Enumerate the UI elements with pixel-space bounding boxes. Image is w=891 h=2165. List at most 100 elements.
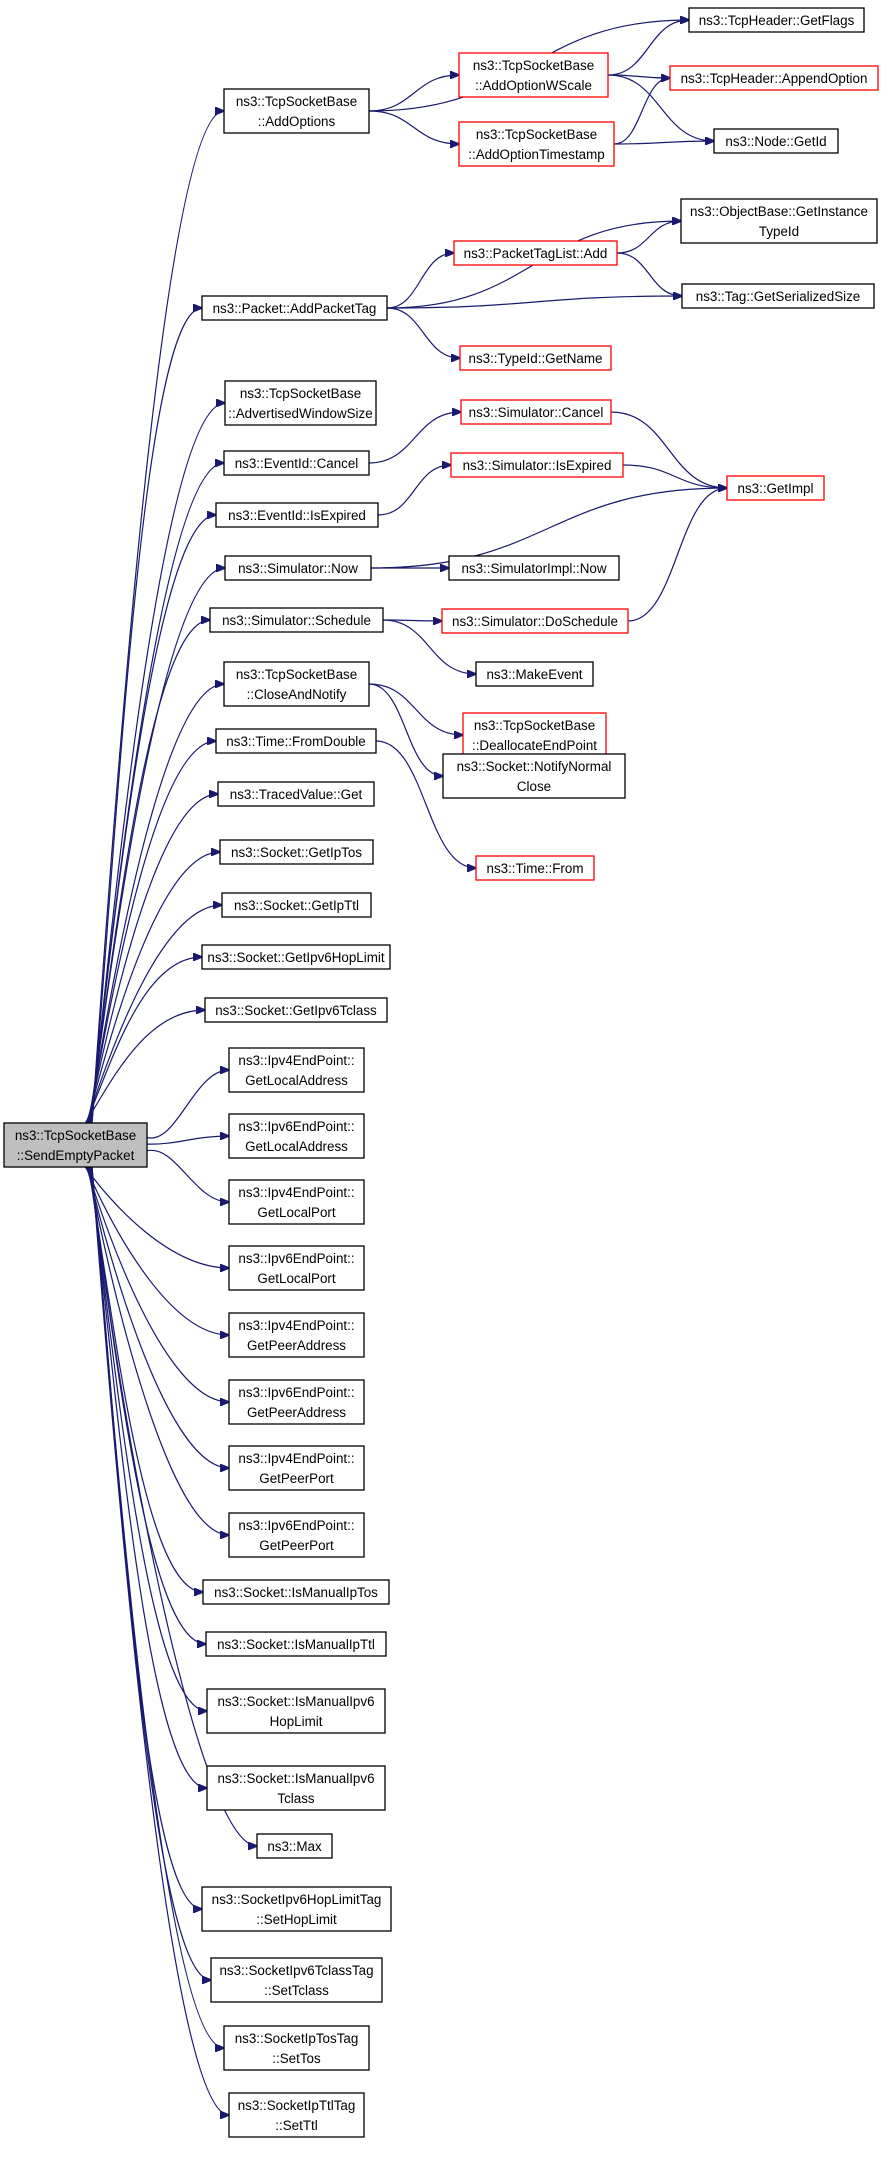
node-box (223, 661, 370, 707)
node-box (204, 997, 388, 1023)
node-label: ns3::TcpSocketBase (474, 718, 595, 733)
node-label: ns3::Packet::AddPacketTag (213, 301, 377, 316)
node-add-option-wscale[interactable]: ns3::TcpSocketBase::AddOptionWScale (458, 52, 609, 98)
node-label: ns3::Socket::GetIpv6HopLimit (207, 950, 384, 965)
node-label: ::AddOptionTimestamp (468, 147, 604, 162)
node-simulator-impl-now[interactable]: ns3::SimulatorImpl::Now (448, 555, 620, 581)
node-time-from-double[interactable]: ns3::Time::FromDouble (215, 728, 377, 754)
edge-root-to-add-options (91, 111, 224, 1124)
node-ipv6-get-local-port[interactable]: ns3::Ipv6EndPoint::GetLocalPort (228, 1245, 365, 1291)
node-label: ns3::Ipv6EndPoint:: (238, 1518, 354, 1533)
edge-root-to-event-id-is-expired (89, 515, 216, 1124)
node-label: ns3::Simulator::DoSchedule (452, 614, 618, 629)
edge-close-and-notify-to-socket-notify-normal-close (368, 683, 443, 776)
node-tcp-header-append-option[interactable]: ns3::TcpHeader::AppendOption (669, 65, 879, 91)
node-ip-ttl-tag-set-ttl[interactable]: ns3::SocketIpTtlTag::SetTtl (228, 2092, 365, 2138)
node-simulator-now[interactable]: ns3::Simulator::Now (224, 555, 372, 581)
node-box (206, 1765, 386, 1811)
node-label: ns3::Socket::GetIpv6Tclass (215, 1003, 377, 1018)
node-simulator-schedule[interactable]: ns3::Simulator::Schedule (209, 607, 384, 633)
node-traced-value-get[interactable]: ns3::TracedValue::Get (217, 781, 375, 807)
edge-root-to-packet-add-packet-tag (91, 308, 202, 1124)
node-label: ns3::Ipv6EndPoint:: (238, 1119, 354, 1134)
node-box (201, 295, 388, 321)
node-ipv4-get-local-port[interactable]: ns3::Ipv4EndPoint::GetLocalPort (228, 1179, 365, 1225)
node-ipv4-get-peer-address[interactable]: ns3::Ipv4EndPoint::GetPeerAddress (228, 1312, 365, 1358)
node-label: GetLocalPort (257, 1271, 335, 1286)
node-tag-get-serialized-size[interactable]: ns3::Tag::GetSerializedSize (681, 283, 875, 309)
node-simulator-do-schedule[interactable]: ns3::Simulator::DoSchedule (441, 608, 629, 634)
node-ipv6-get-local-address[interactable]: ns3::Ipv6EndPoint::GetLocalAddress (228, 1113, 365, 1159)
edge-add-options-to-add-option-wscale (368, 75, 459, 112)
edge-root-to-ipv6-get-local-address (146, 1136, 229, 1145)
node-label: ::SendEmptyPacket (17, 1148, 135, 1163)
edge-add-option-timestamp-to-tcp-header-append-option (613, 78, 670, 145)
node-label: ::DeallocateEndPoint (472, 738, 597, 753)
node-label: ::CloseAndNotify (247, 687, 347, 702)
edge-packet-add-packet-tag-to-tag-get-serialized-size (386, 296, 682, 309)
node-socket-get-ipv6-hop-limit[interactable]: ns3::Socket::GetIpv6HopLimit (201, 944, 391, 970)
edge-root-to-ipv4-get-peer-address (85, 1166, 229, 1335)
node-label: ns3::TcpSocketBase (15, 1128, 136, 1143)
node-root[interactable]: ns3::TcpSocketBase::SendEmptyPacket (3, 1122, 148, 1168)
node-ipv4-get-peer-port[interactable]: ns3::Ipv4EndPoint::GetPeerPort (228, 1445, 365, 1491)
node-event-id-is-expired[interactable]: ns3::EventId::IsExpired (215, 502, 379, 528)
node-box (713, 128, 839, 154)
node-box (224, 380, 377, 426)
edges-layer (84, 20, 727, 2115)
node-hop-limit-tag-set-hop-limit[interactable]: ns3::SocketIpv6HopLimitTag::SetHopLimit (201, 1886, 392, 1932)
node-simulator-cancel[interactable]: ns3::Simulator::Cancel (460, 399, 612, 425)
node-ipv4-get-local-address[interactable]: ns3::Ipv4EndPoint::GetLocalAddress (228, 1047, 365, 1093)
node-ipv6-get-peer-address[interactable]: ns3::Ipv6EndPoint::GetPeerAddress (228, 1379, 365, 1425)
edge-simulator-schedule-to-make-event (382, 619, 476, 674)
node-event-id-cancel[interactable]: ns3::EventId::Cancel (223, 450, 370, 476)
node-socket-get-ip-tos[interactable]: ns3::Socket::GetIpTos (219, 839, 374, 865)
edge-simulator-is-expired-to-get-impl (622, 464, 727, 488)
edge-root-to-socket-is-manual-ipv6-tclass (89, 1166, 207, 1788)
node-label: GetPeerAddress (247, 1405, 346, 1420)
node-packet-add-packet-tag[interactable]: ns3::Packet::AddPacketTag (201, 295, 388, 321)
node-deallocate-end-point[interactable]: ns3::TcpSocketBase::DeallocateEndPoint (462, 712, 607, 758)
node-socket-is-manual-ip-tos[interactable]: ns3::Socket::IsManualIpTos (202, 1579, 390, 1605)
node-label: ns3::Socket::GetIpTos (231, 845, 362, 860)
node-max[interactable]: ns3::Max (256, 1833, 333, 1859)
node-label: ns3::Socket::IsManualIpTtl (217, 1637, 375, 1652)
node-advertised-window-size[interactable]: ns3::TcpSocketBase::AdvertisedWindowSize (224, 380, 377, 426)
node-simulator-is-expired[interactable]: ns3::Simulator::IsExpired (450, 452, 624, 478)
edge-root-to-close-and-notify (88, 684, 224, 1124)
node-box (228, 2092, 365, 2138)
edge-root-to-ipv6-get-peer-port (87, 1166, 229, 1535)
edge-root-to-advertised-window-size (90, 403, 225, 1124)
node-socket-get-ip-ttl[interactable]: ns3::Socket::GetIpTtl (221, 892, 372, 918)
node-ip-tos-tag-set-tos[interactable]: ns3::SocketIpTosTag::SetTos (223, 2025, 370, 2071)
node-time-from[interactable]: ns3::Time::From (475, 855, 595, 881)
node-get-impl[interactable]: ns3::GetImpl (726, 475, 825, 501)
edge-root-to-ipv6-get-local-port (84, 1166, 229, 1268)
node-socket-is-manual-ip-ttl[interactable]: ns3::Socket::IsManualIpTtl (205, 1631, 387, 1657)
node-tcp-header-get-flags[interactable]: ns3::TcpHeader::GetFlags (688, 7, 865, 33)
edge-time-from-double-to-time-from (375, 740, 476, 868)
node-label: ns3::TcpHeader::AppendOption (681, 71, 868, 86)
node-type-id-get-name[interactable]: ns3::TypeId::GetName (459, 345, 612, 371)
edge-packet-add-packet-tag-to-type-id-get-name (386, 307, 460, 358)
node-socket-get-ipv6-tclass[interactable]: ns3::Socket::GetIpv6Tclass (204, 997, 388, 1023)
node-ipv6-get-peer-port[interactable]: ns3::Ipv6EndPoint::GetPeerPort (228, 1512, 365, 1558)
node-make-event[interactable]: ns3::MakeEvent (475, 661, 594, 687)
node-packet-tag-list-add[interactable]: ns3::PacketTagList::Add (453, 240, 618, 266)
node-box (458, 121, 615, 167)
node-label: ns3::Simulator::Cancel (469, 405, 604, 420)
edge-packet-tag-list-add-to-tag-get-serialized-size (616, 252, 682, 296)
node-add-option-timestamp[interactable]: ns3::TcpSocketBase::AddOptionTimestamp (458, 121, 615, 167)
node-box (223, 450, 370, 476)
node-tclass-tag-set-tclass[interactable]: ns3::SocketIpv6TclassTag::SetTclass (210, 1957, 383, 2003)
node-box (215, 728, 377, 754)
node-label: ::AdvertisedWindowSize (228, 406, 372, 421)
node-close-and-notify[interactable]: ns3::TcpSocketBase::CloseAndNotify (223, 661, 370, 707)
node-node-get-id[interactable]: ns3::Node::GetId (713, 128, 839, 154)
node-add-options[interactable]: ns3::TcpSocketBase::AddOptions (223, 88, 370, 134)
node-box (219, 839, 374, 865)
